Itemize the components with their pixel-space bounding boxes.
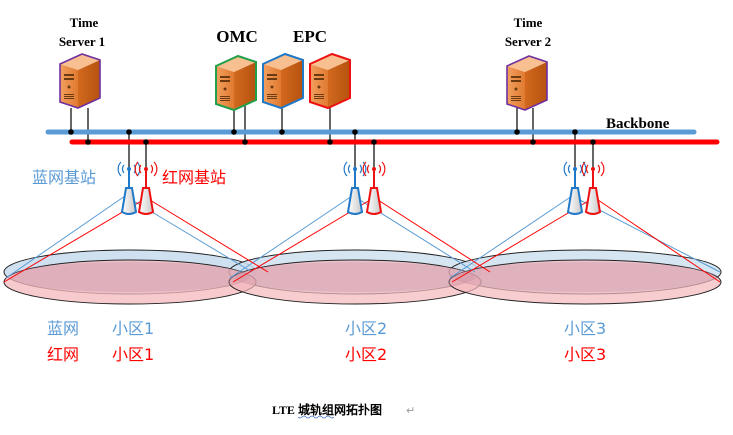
cell-2-red-label: 小区2	[345, 345, 387, 364]
spellcheck-underline	[297, 415, 335, 419]
epc-server-icon-2	[309, 52, 351, 110]
base-station-group-1	[117, 161, 158, 215]
blue-base-station-icon	[563, 161, 587, 215]
cell-3-red-label: 小区3	[564, 345, 606, 364]
cell-overlap	[10, 262, 715, 292]
blue-base-station-label: 蓝网基站	[32, 168, 96, 187]
epc-label: EPC	[293, 27, 327, 46]
svg-text:城轨组网拓扑图: 城轨组网拓扑图	[298, 402, 382, 417]
svg-text:Time: Time	[514, 15, 543, 30]
blue-base-station-icon	[117, 161, 141, 215]
blue-network-label: 蓝网	[47, 319, 79, 338]
red-base-station-label: 红网基站	[162, 168, 226, 187]
backbone-label: Backbone	[606, 116, 670, 132]
coverage-rays	[3, 195, 721, 283]
time-server-2-icon	[506, 55, 548, 111]
omc-label: OMC	[216, 27, 258, 46]
svg-text:Server 2: Server 2	[505, 34, 551, 49]
red-network-label: 红网	[47, 345, 79, 364]
time-server-2-label: Time Server 2	[505, 15, 551, 49]
svg-text:↵: ↵	[406, 404, 415, 417]
cell-2-blue-label: 小区2	[345, 319, 387, 338]
time-server-1-label: Time Server 1	[59, 15, 105, 49]
base-station-group-3	[563, 161, 605, 215]
svg-text:Time: Time	[70, 15, 99, 30]
cell-1-blue-label: 小区1	[112, 319, 154, 338]
blue-base-station-icon	[343, 161, 367, 215]
epc-server-icon-1	[262, 52, 304, 110]
red-base-station-icon	[581, 161, 605, 215]
red-base-station-icon	[134, 161, 158, 215]
svg-text:Server 1: Server 1	[59, 34, 105, 49]
cell-3-blue-label: 小区3	[564, 319, 606, 338]
svg-text:LTE: LTE	[272, 403, 295, 417]
cell-coverage	[3, 249, 722, 305]
junction-dots	[68, 129, 596, 145]
cell-1-red-label: 小区1	[112, 345, 154, 364]
connector-lines	[70, 105, 594, 168]
omc-server-icon	[215, 54, 257, 112]
time-server-1-icon	[59, 53, 101, 109]
figure-caption: LTE 城轨组网拓扑图 ↵	[272, 402, 415, 419]
base-station-group-2	[343, 161, 386, 215]
